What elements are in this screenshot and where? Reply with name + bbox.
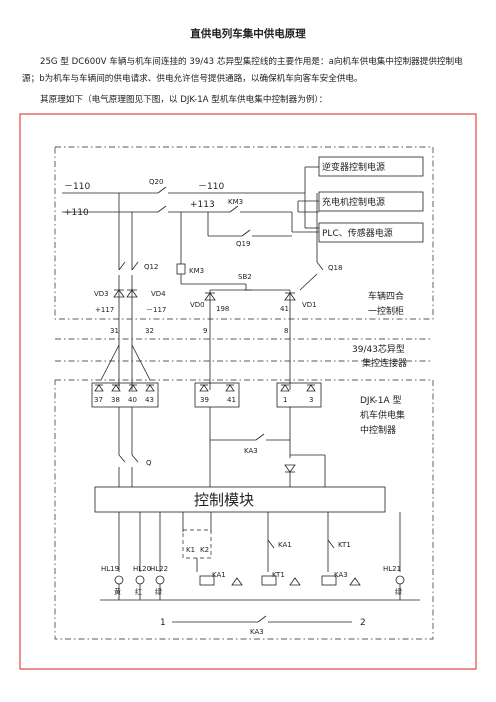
n41-label: 41: [280, 305, 289, 313]
ka1-contact-label: KA1: [278, 541, 292, 549]
pin-1: 1: [283, 396, 287, 404]
inverter-power-label: 逆变器控制电源: [322, 161, 385, 173]
sb2-label: SB2: [238, 273, 252, 281]
ka3-contact-label: KA3: [244, 447, 258, 455]
node-1-label: 1: [160, 618, 166, 628]
hl20-label: HL20: [133, 565, 151, 573]
ka1-coil-label: KA1: [212, 571, 226, 579]
terminal-32: 32: [145, 327, 154, 335]
pin-diodes: [94, 384, 316, 392]
plc-power-label: PLC、传感器电源: [322, 227, 393, 239]
plus113-label: +113: [190, 200, 215, 210]
pin-43: 43: [145, 396, 154, 404]
cabinet-region: [54, 146, 434, 320]
intro-paragraph: 25G 型 DC600V 车辆与机车间连挂的 39/43 芯异型集控线的主要作用…: [22, 57, 463, 84]
pin-38: 38: [111, 396, 120, 404]
vd1-label: VD1: [302, 301, 317, 309]
djk-label-1: DJK-1A 型: [360, 395, 402, 406]
pin-3: 3: [309, 396, 313, 404]
red-label: 红: [135, 587, 142, 596]
minus110b-label: －110: [198, 182, 224, 192]
pin-39: 39: [200, 396, 209, 404]
hl21-label: HL21: [383, 565, 401, 573]
connector-label-1: 39/43芯异型: [352, 343, 405, 355]
km3-coil-label: KM3: [189, 267, 204, 275]
terminal-9: 9: [203, 327, 207, 335]
cabinet-label-2: 一控制柜: [368, 305, 404, 317]
hl19-label: HL19: [101, 565, 119, 573]
charger-power-label: 充电机控制电源: [322, 196, 385, 208]
km3-label: KM3: [228, 198, 243, 206]
q20-label: Q20: [149, 178, 163, 186]
controller-region: [54, 379, 434, 640]
q19-label: Q19: [236, 240, 250, 248]
plc-power-box: [318, 222, 424, 243]
inverter-power-box: [318, 156, 424, 177]
page-title: 直供电列车集中供电原理: [190, 28, 306, 40]
node-2-label: 2: [360, 618, 366, 628]
green-label: 绿: [155, 587, 162, 596]
plus110-label: +110: [64, 208, 89, 218]
connector-label-2: 集控连接器: [362, 357, 407, 369]
q18-label: Q18: [328, 264, 342, 272]
minus110-label: －110: [64, 182, 90, 192]
k2-label: K2: [200, 546, 209, 554]
q-label: Q: [146, 459, 152, 467]
vd3-label: VD3: [94, 290, 109, 298]
k1-label: K1: [186, 546, 195, 554]
kt1-contact-label: KT1: [338, 541, 351, 549]
ka3-bottom-label: KA3: [250, 628, 264, 636]
vd0-label: VD0: [190, 301, 205, 309]
yellow-label: 黄: [114, 587, 121, 596]
control-module-label: 控制模块: [194, 491, 254, 509]
q12-label: Q12: [144, 263, 158, 271]
hl22-label: HL22: [150, 565, 168, 573]
pin-40: 40: [128, 396, 137, 404]
ka3-coil-label: KA3: [334, 571, 348, 579]
control-module-box: [94, 486, 386, 513]
pin-37: 37: [94, 396, 103, 404]
cabinet-label-1: 车辆四合: [368, 290, 404, 302]
pin-41: 41: [227, 396, 236, 404]
djk-label-3: 中控制器: [360, 424, 396, 436]
green2-label: 绿: [395, 587, 402, 596]
vd4-label: VD4: [151, 290, 166, 298]
kt1-coil-label: KT1: [272, 571, 285, 579]
plus117-label: +117: [95, 306, 114, 314]
diagram-frame: [19, 113, 477, 670]
n198-label: 198: [216, 305, 229, 313]
charger-power-box: [318, 191, 424, 212]
djk-label-2: 机车供电集: [360, 409, 405, 421]
principle-paragraph: 其原理如下（电气原理图见下图，以 DJK-1A 型机车供电集中控制器为例）：: [40, 95, 328, 105]
terminal-31: 31: [110, 327, 119, 335]
minus117-label: －117: [146, 306, 166, 314]
terminal-8: 8: [284, 327, 288, 335]
